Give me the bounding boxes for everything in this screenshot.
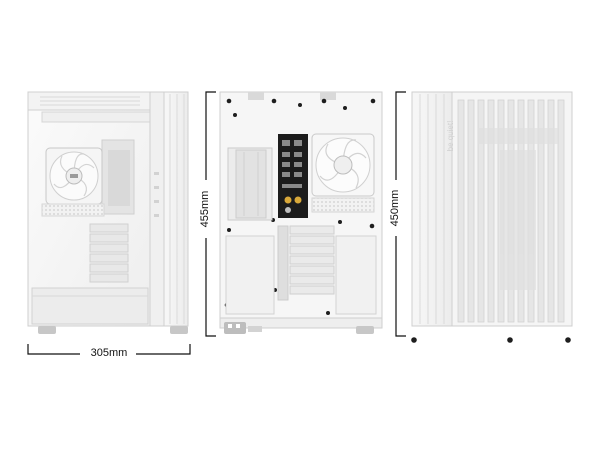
side-height-dimension-label: 450mm bbox=[389, 189, 401, 227]
rear-case-fan bbox=[311, 133, 375, 197]
case-side-view bbox=[411, 91, 573, 343]
side-height-dimension-line bbox=[395, 91, 406, 337]
width-dimension-label: 305mm bbox=[90, 347, 128, 359]
case-front-view bbox=[27, 91, 189, 334]
front-case-fan bbox=[45, 147, 103, 205]
width-dimension-line bbox=[27, 344, 191, 355]
case-brand-logo: be quiet! bbox=[446, 120, 455, 152]
front-height-dimension-line bbox=[205, 91, 216, 337]
case-back-view bbox=[219, 91, 383, 334]
front-height-dimension-label: 455mm bbox=[199, 190, 211, 228]
motherboard-io-shield bbox=[278, 134, 308, 218]
